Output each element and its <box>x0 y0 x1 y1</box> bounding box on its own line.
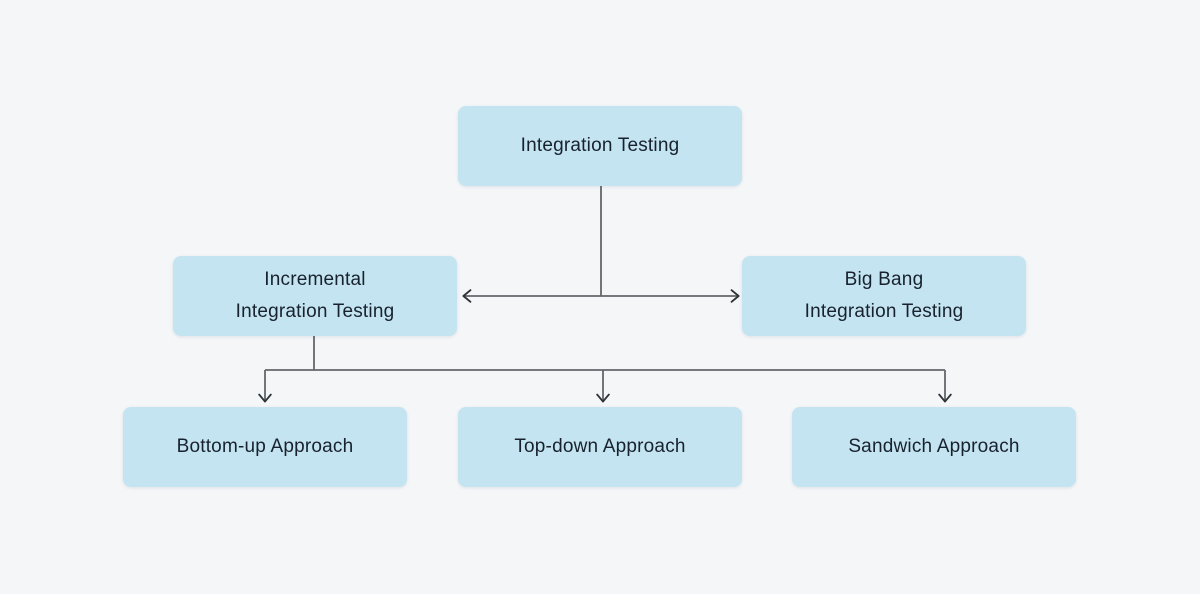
node-integration-testing: Integration Testing <box>458 106 742 186</box>
node-big-bang-integration-testing: Big Bang Integration Testing <box>742 256 1026 336</box>
node-sandwich-approach: Sandwich Approach <box>792 407 1076 487</box>
node-bottom-up-approach-label: Bottom-up Approach <box>176 436 354 457</box>
node-integration-testing-label: Integration Testing <box>520 135 680 156</box>
node-incremental-integration-testing-label: Incremental Integration Testing <box>235 269 395 322</box>
node-top-down-approach-label: Top-down Approach <box>514 436 686 457</box>
node-incremental-integration-testing: Incremental Integration Testing <box>173 256 457 336</box>
node-sandwich-approach-label: Sandwich Approach <box>848 436 1020 457</box>
node-top-down-approach: Top-down Approach <box>458 407 742 487</box>
node-big-bang-integration-testing-label: Big Bang Integration Testing <box>804 269 964 322</box>
node-bottom-up-approach: Bottom-up Approach <box>123 407 407 487</box>
